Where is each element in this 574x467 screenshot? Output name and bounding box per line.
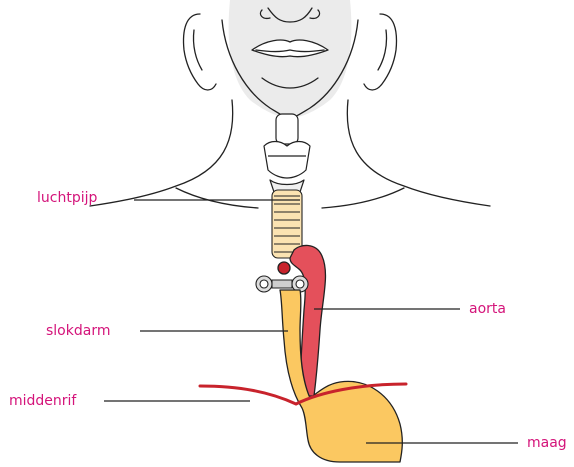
label-stomach: maag xyxy=(527,435,567,451)
label-esophagus: slokdarm xyxy=(46,323,110,339)
esophagus-stomach xyxy=(280,290,402,462)
label-trachea: luchtpijp xyxy=(37,190,97,206)
larynx xyxy=(264,114,310,195)
label-aorta: aorta xyxy=(469,301,506,317)
label-diaphragm: middenrif xyxy=(9,393,76,409)
